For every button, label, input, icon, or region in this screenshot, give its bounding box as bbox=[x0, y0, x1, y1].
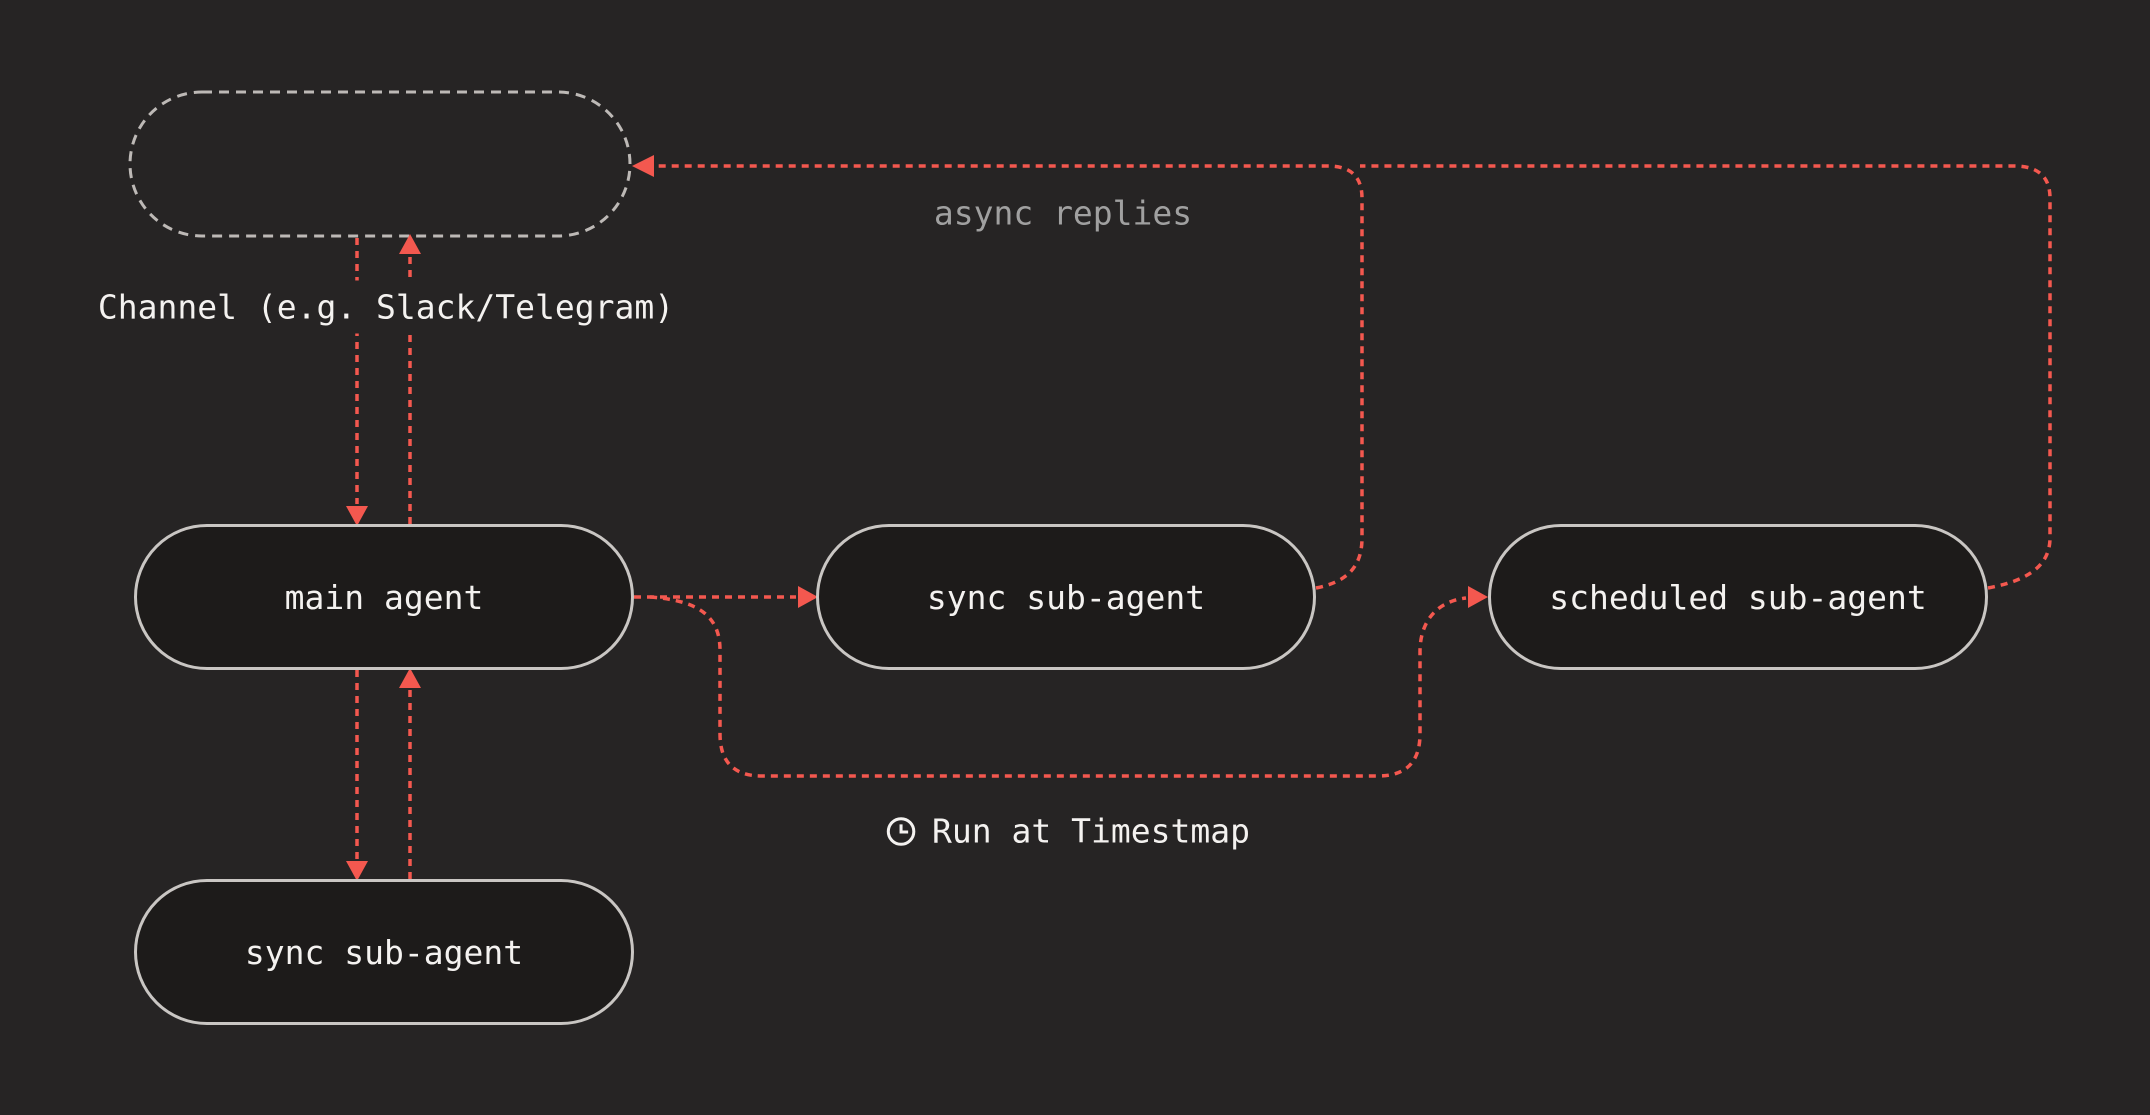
edge-label-run-at-timestmap: Run at Timestmap bbox=[872, 804, 1262, 858]
edge-label-channel: Channel (e.g. Slack/Telegram) bbox=[85, 280, 687, 334]
arrowhead-left-channel-right bbox=[632, 155, 654, 177]
edge-scheduled-to-channel bbox=[1360, 164, 2052, 590]
edge-label-async-replies: async replies bbox=[921, 186, 1205, 240]
node-sync-sub-agent-mid: sync sub-agent bbox=[816, 524, 1316, 670]
node-main-agent: main agent bbox=[134, 524, 634, 670]
clock-icon bbox=[886, 816, 916, 846]
node-main-agent-label: main agent bbox=[284, 577, 484, 617]
edge-main-to-scheduled bbox=[649, 595, 1467, 778]
edge-label-async-replies-text: async replies bbox=[933, 193, 1193, 233]
node-sync-sub-agent-bottom-label: sync sub-agent bbox=[244, 932, 524, 972]
node-channel bbox=[128, 90, 632, 238]
arrowhead-right-scheduled bbox=[1468, 586, 1488, 608]
arrowhead-up-main-bottom bbox=[399, 668, 421, 688]
node-sync-sub-agent-mid-label: sync sub-agent bbox=[926, 577, 1206, 617]
arrowhead-down-sync-bottom-top bbox=[346, 861, 368, 881]
node-scheduled-sub-agent: scheduled sub-agent bbox=[1488, 524, 1988, 670]
node-sync-sub-agent-bottom: sync sub-agent bbox=[134, 879, 634, 1025]
edge-label-channel-text: Channel (e.g. Slack/Telegram) bbox=[97, 287, 675, 327]
edge-label-run-at-timestmap-text: Run at Timestmap bbox=[932, 811, 1250, 851]
node-scheduled-sub-agent-label: scheduled sub-agent bbox=[1549, 577, 1927, 617]
arrowhead-right-sync-mid bbox=[798, 586, 818, 608]
arrowhead-down-main-top bbox=[346, 506, 368, 526]
arrowhead-up-channel-bottom bbox=[399, 234, 421, 254]
